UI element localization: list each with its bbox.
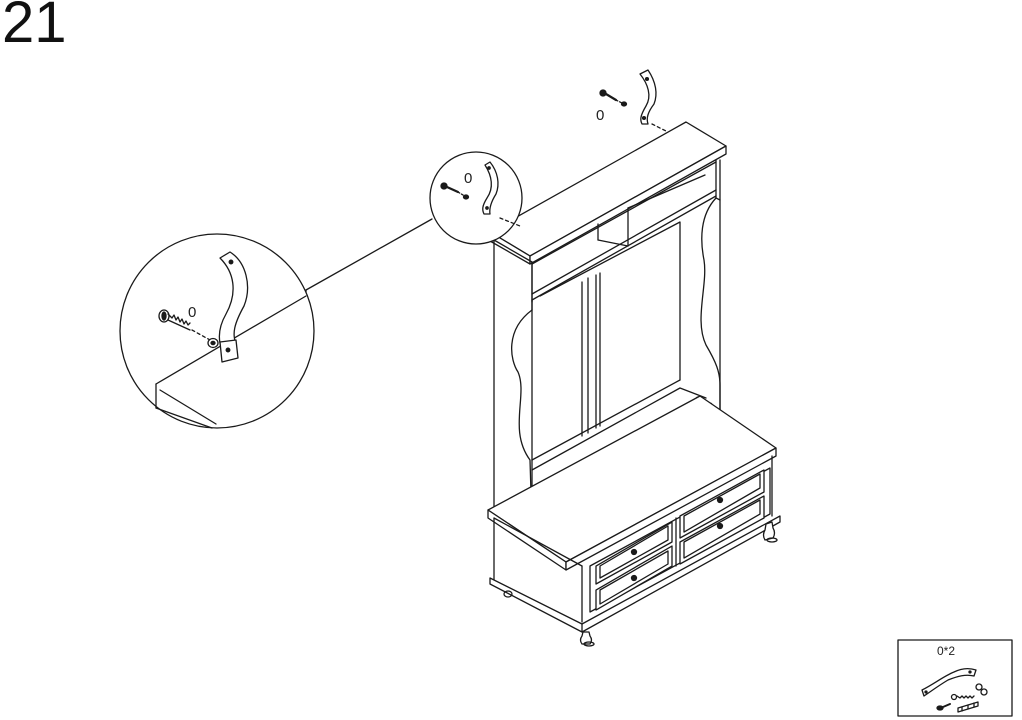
hall-tree-icon: [487, 121, 781, 647]
washer-icon: [462, 194, 470, 200]
screw-icon: [158, 309, 191, 331]
callout-quantity-label: 0: [596, 107, 604, 124]
callout-quantity-label: 0: [188, 304, 196, 321]
anti-tip-strap-icon: [921, 668, 977, 697]
anti-tip-strap-icon: [218, 251, 249, 363]
detail-callout-large: [119, 233, 315, 429]
screw-icon: [950, 693, 975, 701]
parts-quantity-label: 0*2: [937, 644, 955, 658]
leader-line: [305, 218, 433, 291]
washer-icon: [620, 101, 628, 107]
anti-tip-strap-icon: [482, 161, 499, 215]
step-number: 21: [2, 0, 67, 55]
screw-icon: [440, 182, 460, 194]
anti-tip-strap-icon: [639, 69, 669, 133]
washer-icon: [975, 683, 988, 696]
callout-quantity-label: 0: [464, 170, 472, 187]
detail-callout-medium: [429, 151, 523, 245]
wall-anchor-icon: [936, 701, 979, 713]
screw-icon: [599, 89, 618, 102]
washer-icon: [207, 337, 219, 349]
